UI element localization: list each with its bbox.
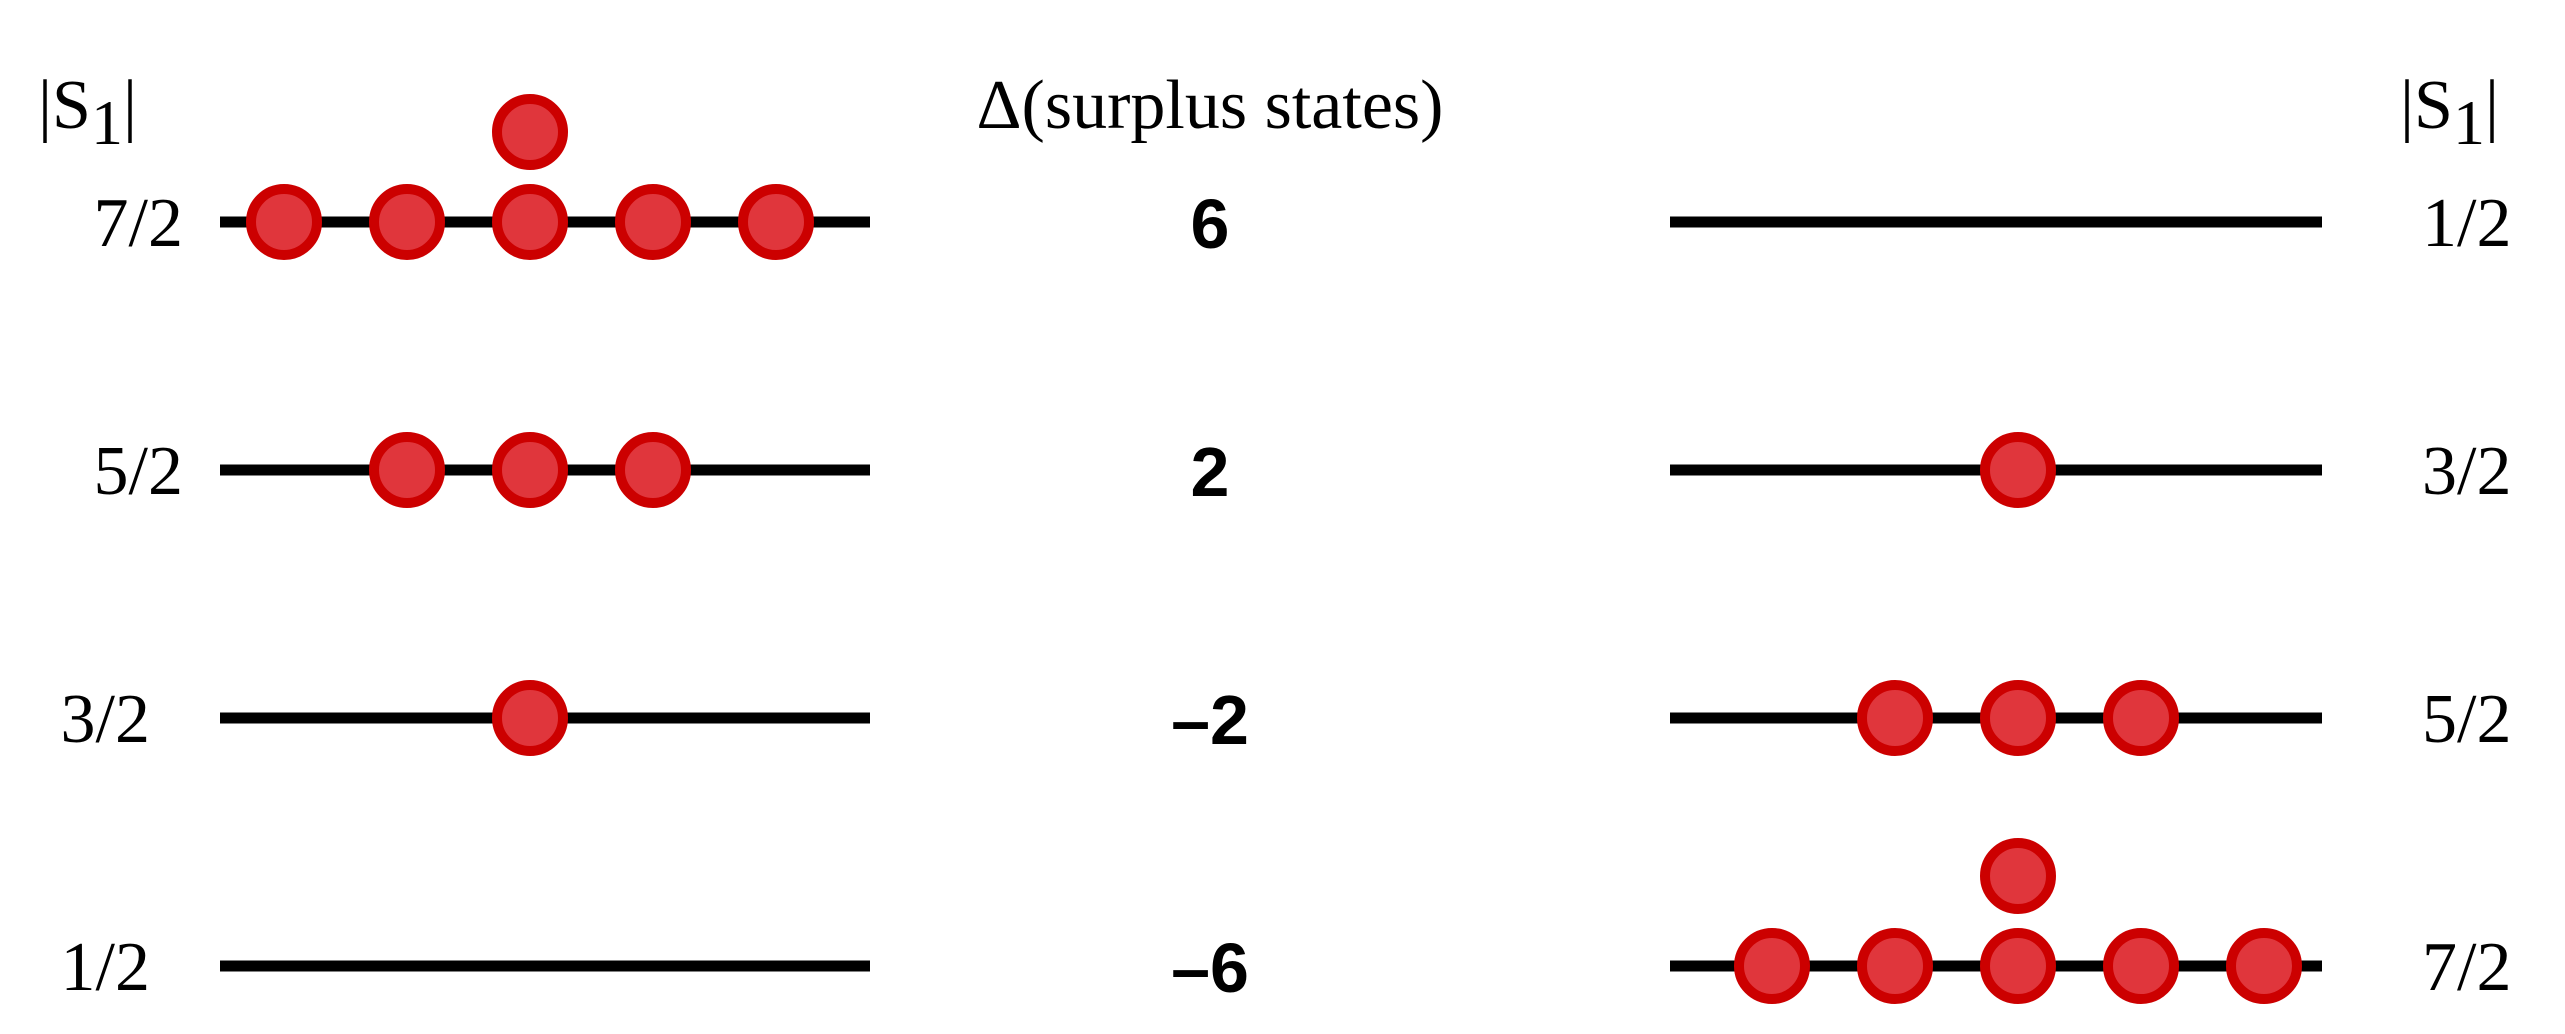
right-spin-header: |S1| (2400, 67, 2499, 158)
state-dot (369, 184, 445, 260)
left-spin-label: 7/2 (94, 185, 183, 262)
right-spin-label: 7/2 (2422, 929, 2511, 1006)
state-dot (738, 184, 814, 260)
right-spin-label: 1/2 (2422, 185, 2511, 262)
right-dots (1980, 432, 2056, 508)
state-dot (1980, 432, 2056, 508)
delta-value: 2 (1191, 433, 1230, 511)
left-dots (492, 680, 568, 756)
row-1: 5/2 2 3/2 (94, 432, 2511, 511)
state-dot (492, 184, 568, 260)
state-dot (1857, 680, 1933, 756)
right-spin-label: 3/2 (2422, 433, 2511, 510)
right-spin-label: 5/2 (2422, 681, 2511, 758)
state-dot (2103, 928, 2179, 1004)
row-0: 7/2 6 1/2 (94, 94, 2511, 263)
row-2: 3/2 –2 5/2 (61, 680, 2511, 759)
left-spin-label: 1/2 (61, 929, 150, 1006)
left-dots (369, 432, 691, 508)
state-dot (2226, 928, 2302, 1004)
state-dot (615, 432, 691, 508)
right-dots (1857, 680, 2179, 756)
state-dot (492, 94, 568, 170)
left-spin-header: |S1| (38, 67, 137, 158)
row-3: 1/2 –6 7/2 (61, 838, 2511, 1007)
state-dot (369, 432, 445, 508)
state-dot (492, 680, 568, 756)
delta-header: Δ(surplus states) (977, 67, 1444, 144)
left-spin-label: 3/2 (61, 681, 150, 758)
left-spin-label: 5/2 (94, 433, 183, 510)
state-dot (1857, 928, 1933, 1004)
state-dot (1734, 928, 1810, 1004)
delta-value: –2 (1171, 681, 1249, 759)
right-dots (1734, 838, 2302, 1004)
state-dot (615, 184, 691, 260)
state-dot (492, 432, 568, 508)
state-dot (246, 184, 322, 260)
state-dot (2103, 680, 2179, 756)
left-dots (246, 94, 814, 260)
delta-value: 6 (1191, 185, 1230, 263)
state-dot (1980, 680, 2056, 756)
state-dot (1980, 928, 2056, 1004)
state-dot (1980, 838, 2056, 914)
delta-value: –6 (1171, 929, 1249, 1007)
